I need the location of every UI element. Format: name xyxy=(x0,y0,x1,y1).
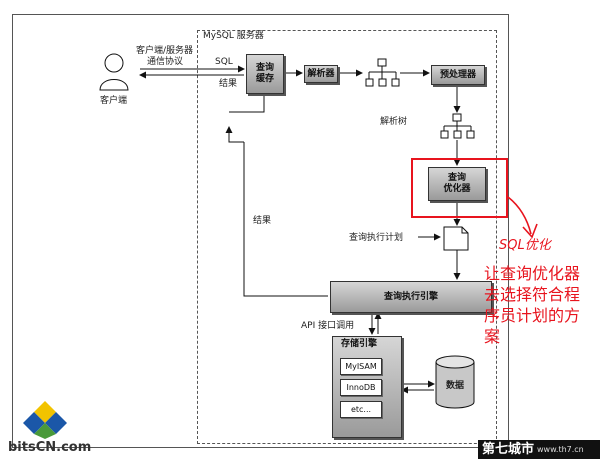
storage-engine-label: 存储引擎 xyxy=(341,339,378,349)
protocol-label-line2: 通信协议 xyxy=(147,57,184,67)
data-label: 数据 xyxy=(446,381,465,391)
preprocessor-box: 预处理器 xyxy=(431,65,485,85)
optimizer-line2: 优化器 xyxy=(443,184,471,194)
query-cache-box: 查询 缓存 xyxy=(246,54,284,94)
watermark-left: 第七城市 xyxy=(482,442,535,457)
query-optimizer-box: 查询 优化器 xyxy=(428,167,486,201)
watermark-bar xyxy=(478,440,600,459)
parse-tree-icon-2 xyxy=(440,113,475,139)
annotation-line2: 去选择符合程 xyxy=(484,285,581,304)
client-label: 客户端 xyxy=(100,96,128,106)
annotation-line3: 序员计划的方 xyxy=(484,306,581,325)
engine-myisam: MyISAM xyxy=(340,358,382,375)
preprocessor-label: 预处理器 xyxy=(439,69,476,80)
annotation-line4: 案 xyxy=(484,327,501,346)
sql-label: SQL xyxy=(215,57,233,67)
query-plan-label: 查询执行计划 xyxy=(349,233,404,243)
parse-tree-icon-1 xyxy=(365,58,400,87)
server-title: MySQL 服务器 xyxy=(203,31,264,41)
api-call-label: API 接口调用 xyxy=(301,321,355,331)
query-cache-line2: 缓存 xyxy=(255,74,274,84)
watermark-right: www.th7.cn xyxy=(537,445,584,454)
mysql-server-boundary xyxy=(197,30,497,444)
engine-innodb: InnoDB xyxy=(340,379,382,396)
bitscn-logo-icon xyxy=(22,400,68,440)
parser-label: 解析器 xyxy=(307,68,335,79)
annotation-line1: 让查询优化器 xyxy=(484,264,581,283)
result-label-left: 结果 xyxy=(253,216,272,226)
optimizer-highlight-box xyxy=(411,158,508,218)
bitscn-logo-text: bitsCN.com xyxy=(8,440,92,455)
optimizer-line1: 查询 xyxy=(447,173,466,183)
engine-etc: etc... xyxy=(340,401,382,418)
client-person-icon xyxy=(98,52,130,92)
parse-tree-label: 解析树 xyxy=(380,117,408,127)
parser-box: 解析器 xyxy=(304,65,338,83)
query-plan-document-icon xyxy=(443,226,469,251)
protocol-label-line1: 客户端/服务器 xyxy=(136,46,194,56)
execution-engine-label: 查询执行引擎 xyxy=(383,291,438,302)
query-cache-line1: 查询 xyxy=(255,63,274,73)
result-label-top: 结果 xyxy=(219,79,238,89)
data-cylinder-icon xyxy=(435,355,475,409)
annotation-title: SQL优化 xyxy=(499,238,551,253)
figure-frame xyxy=(12,14,509,448)
query-execution-engine-box: 查询执行引擎 xyxy=(330,281,492,313)
